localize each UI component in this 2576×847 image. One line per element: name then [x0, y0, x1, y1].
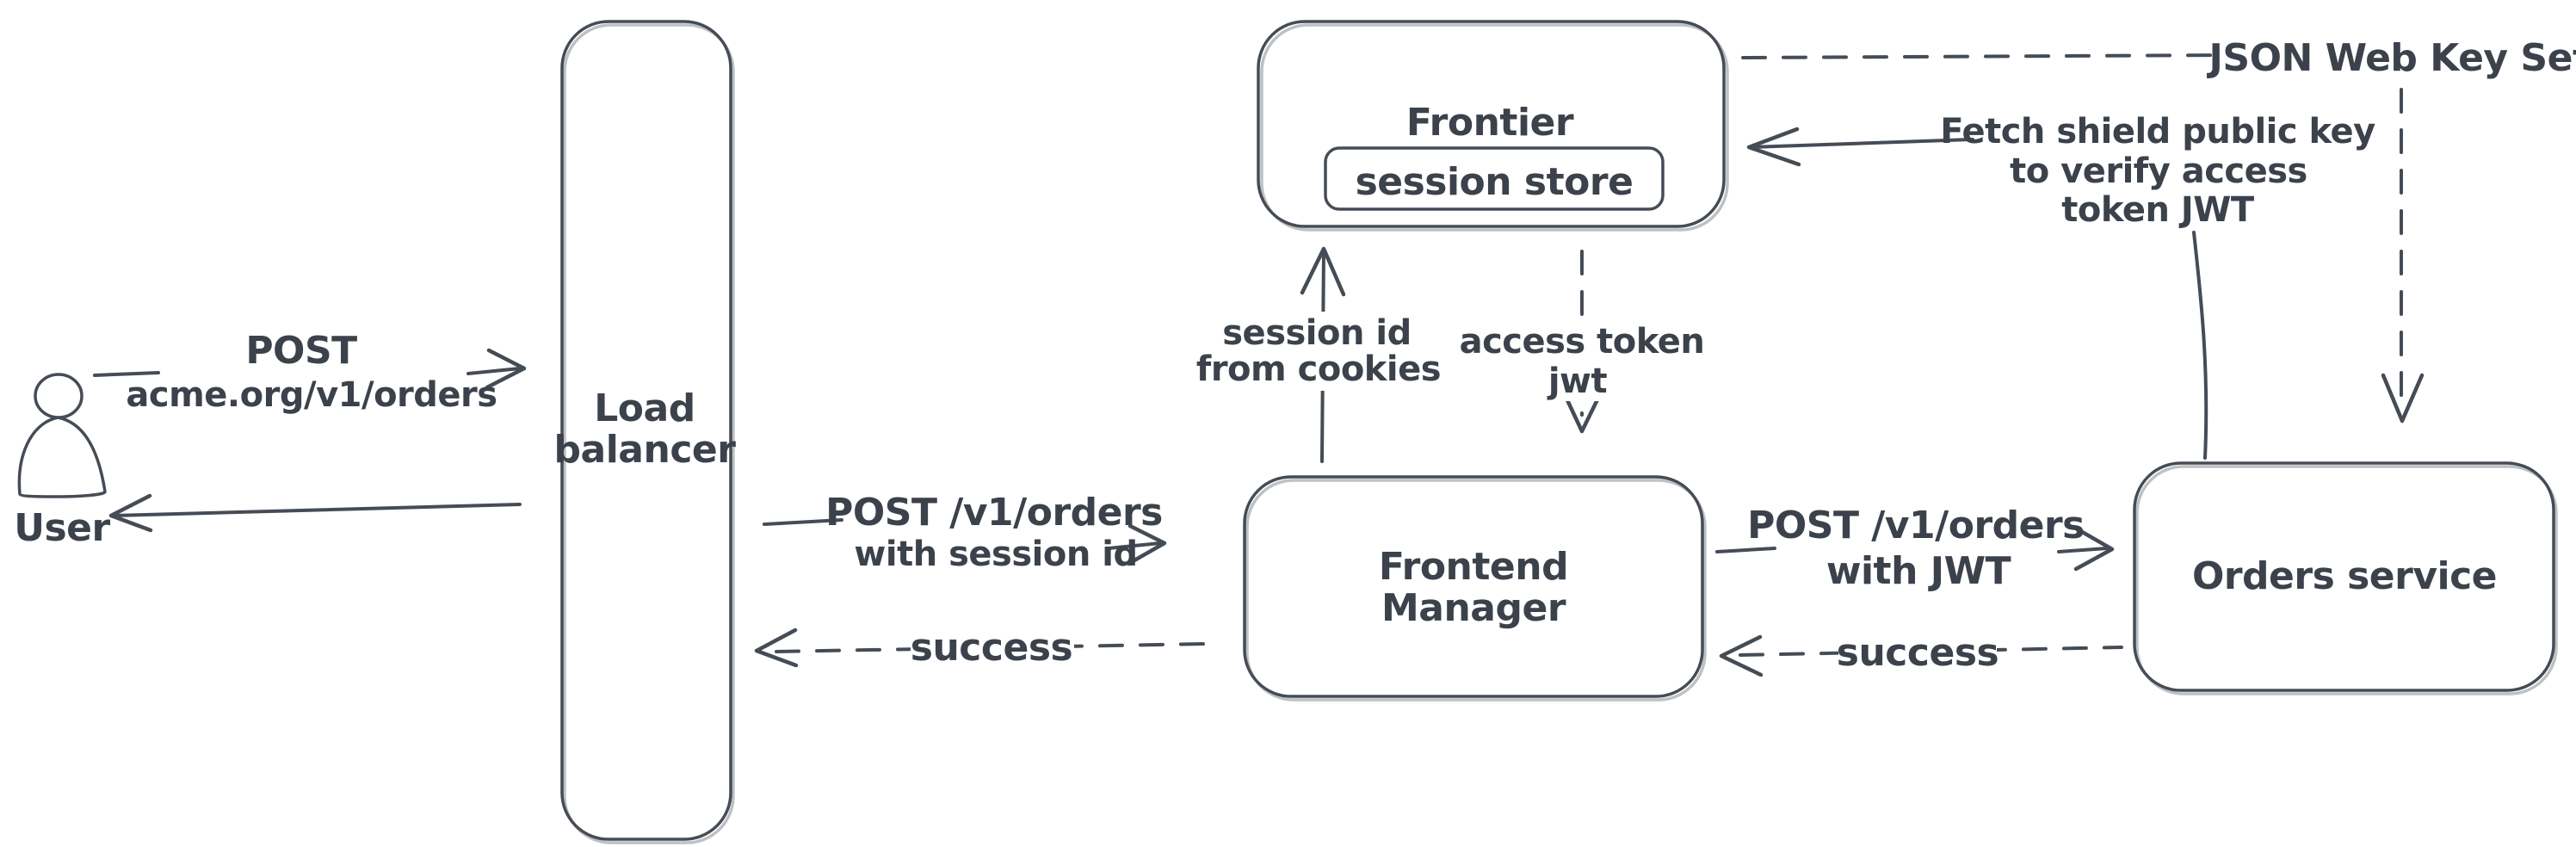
node-label: Frontend	[1379, 545, 1568, 589]
edge-label: success	[1837, 631, 1998, 675]
edge-orders-to-frontier-fetch: Fetch shield public key to verify access…	[1746, 112, 2376, 460]
node-frontier: Frontier session store	[1257, 20, 1729, 232]
edge-label: to verify access	[2010, 151, 2307, 191]
label-background	[1838, 635, 1997, 675]
arrowhead-right-icon	[2073, 527, 2115, 572]
label-background	[1541, 365, 1616, 401]
node-outline	[1257, 20, 1726, 228]
arrowhead-left-icon	[754, 628, 799, 668]
node-frontend-manager: Frontend Manager	[1243, 475, 1707, 702]
node-load-balancer: Load balancer	[554, 20, 737, 844]
edge-label: POST	[245, 329, 357, 373]
arrowhead-left-icon	[1746, 127, 1801, 167]
edge-label: with JWT	[1826, 549, 2011, 593]
node-outline-ghost	[2135, 465, 2558, 696]
edge-label: token JWT	[2061, 190, 2255, 230]
node-label: Orders service	[2192, 554, 2497, 598]
node-label: Manager	[1381, 586, 1566, 630]
person-body	[17, 416, 107, 498]
edge-line-dashed	[1741, 53, 2229, 59]
node-label: balancer	[554, 428, 737, 472]
edge-line	[1107, 541, 1162, 550]
edge-label: session id	[1222, 313, 1412, 353]
edge-curve	[2192, 231, 2208, 460]
edge-line	[763, 518, 843, 526]
edge-label: Fetch shield public key	[1940, 112, 2375, 151]
edge-label: JSON Web Key Set	[2207, 36, 2576, 80]
edge-label: with session id	[854, 535, 1137, 574]
edge-label: access token	[1460, 322, 1705, 362]
edge-label: acme.org/v1/orders	[126, 375, 497, 415]
edge-fm-to-orders: POST /v1/orders with JWT	[1715, 504, 2115, 593]
node-label: Frontier	[1406, 101, 1574, 145]
edge-line	[1715, 547, 1776, 553]
session-store-outline	[1324, 146, 1665, 211]
edge-line-dashed	[1739, 646, 2123, 657]
edge-line	[113, 503, 522, 517]
edge-line	[1749, 138, 1974, 149]
node-label: Load	[594, 386, 695, 430]
node-user: User	[14, 373, 111, 550]
arrowhead-right-icon	[485, 348, 527, 390]
edge-label: success	[911, 626, 1072, 670]
edge-fm-to-lb-success: success	[754, 626, 1207, 671]
edge-lb-to-fm: POST /v1/orders with session id	[763, 491, 1167, 574]
edge-line	[2057, 547, 2109, 553]
arrowhead-left-icon	[1719, 634, 1764, 677]
session-store-label: session store	[1356, 160, 1634, 204]
edge-lb-response	[108, 493, 522, 533]
edge-label: jwt	[1547, 362, 1608, 401]
label-background	[1468, 324, 1696, 362]
edge-fm-to-frontier: session id from cookies	[1196, 246, 1442, 463]
edge-line	[93, 371, 160, 377]
edge-label: POST /v1/orders	[1747, 504, 2085, 547]
node-outline-ghost	[1260, 23, 1729, 232]
edge-label: from cookies	[1196, 349, 1441, 389]
user-label: User	[14, 506, 110, 550]
edge-label: POST /v1/orders	[825, 491, 1163, 535]
arrowhead-down-icon	[1560, 386, 1605, 434]
node-outline-ghost	[563, 23, 735, 844]
person-icon	[34, 373, 83, 419]
arrowhead-up-icon	[1300, 246, 1346, 297]
node-orders-service: Orders service	[2133, 461, 2558, 696]
arrowhead-down-icon	[2381, 373, 2425, 424]
edge-jwks: JSON Web Key Set	[1741, 36, 2576, 424]
node-outline	[2133, 461, 2555, 692]
edge-line	[466, 367, 522, 375]
node-outline	[1243, 475, 1704, 698]
edge-orders-to-fm-success: success	[1719, 631, 2123, 677]
edge-frontier-to-fm: access token jwt	[1460, 250, 1705, 434]
label-background	[1212, 312, 1429, 391]
node-outline	[560, 20, 732, 841]
node-outline-ghost	[1245, 479, 1707, 702]
edge-user-request: POST acme.org/v1/orders	[93, 329, 527, 415]
arrowhead-right-icon	[1126, 523, 1167, 566]
arrowhead-left-icon	[108, 493, 153, 533]
label-background	[911, 628, 1074, 671]
